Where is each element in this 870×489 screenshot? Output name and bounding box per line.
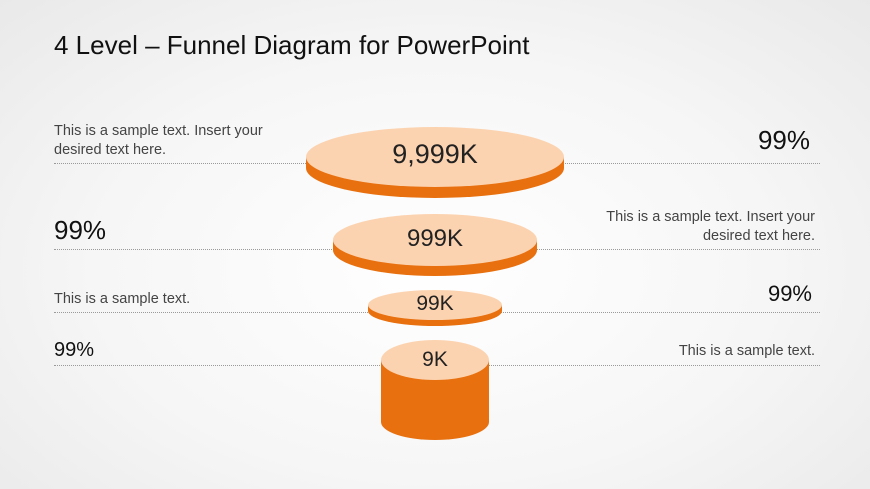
funnel-level-2 [333,214,537,276]
level-2-left-percent: 99% [54,215,107,245]
level-3-value: 99K [416,292,454,315]
level-2-right-text: This is a sample text. Insert your desir… [606,209,815,244]
slide-title: 4 Level – Funnel Diagram for PowerPoint [54,30,530,60]
level-1-right-percent: 99% [757,125,810,155]
funnel-level-1 [306,127,564,198]
level-4-value: 9K [422,348,448,371]
level-3-left-text: This is a sample text. [54,291,191,307]
level-1-value: 9,999K [392,139,478,169]
level-1-left-text: This is a sample text. Insert your desir… [54,123,263,158]
level-4-left-percent: 99% [54,339,95,361]
level-2-value: 999K [406,225,464,252]
funnel-level-3 [368,290,502,326]
level-3-right-percent: 99% [767,281,812,306]
funnel-level-4 [381,340,489,440]
level-4-right-text: This is a sample text. [678,343,815,359]
